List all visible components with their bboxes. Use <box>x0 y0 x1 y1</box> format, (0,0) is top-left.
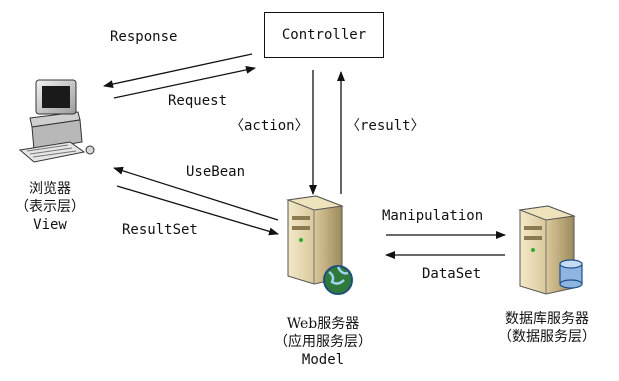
db-server-layer: （数据服务层） <box>498 329 596 345</box>
db-server-label: 数据库服务器 （数据服务层） <box>482 310 612 346</box>
controller-box: Controller <box>264 12 384 58</box>
resultset-label: ResultSet <box>122 222 198 238</box>
dataset-label: DataSet <box>422 266 482 282</box>
database-server-icon <box>518 205 583 295</box>
arrow-usebean <box>113 166 279 221</box>
action-label: 〈action〉 <box>230 118 309 134</box>
usebean-label: UseBean <box>186 164 246 180</box>
request-label: Request <box>168 93 228 109</box>
db-server-title: 数据库服务器 <box>505 311 589 327</box>
web-server-role: Model <box>301 352 345 368</box>
server-globe-icon <box>286 195 353 295</box>
desktop-computer-icon <box>18 79 95 163</box>
result-label: 〈result〉 <box>346 118 425 134</box>
manipulation-label: Manipulation <box>382 208 484 224</box>
browser-layer: （表示层） <box>15 199 85 215</box>
arrow-request <box>113 65 256 99</box>
arrow-resultset <box>116 185 279 236</box>
controller-label: Controller <box>281 27 367 43</box>
web-server-title: Web服务器 <box>286 316 360 332</box>
response-label: Response <box>110 29 178 45</box>
web-server-layer: （应用服务层） <box>274 334 372 350</box>
browser-role: View <box>33 217 67 233</box>
web-server-label: Web服务器 （应用服务层） Model <box>258 315 388 369</box>
browser-label: 浏览器 （表示层） View <box>10 180 90 234</box>
arrow-response <box>103 53 253 89</box>
browser-title: 浏览器 <box>29 181 71 197</box>
